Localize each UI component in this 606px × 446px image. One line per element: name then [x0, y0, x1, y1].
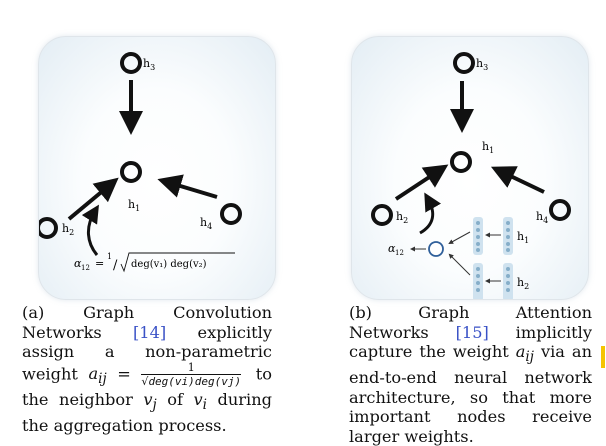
gcn-weight-label: α 12 = 1 / deg(v₁) deg(v₂) [74, 252, 235, 273]
node-h3: h3 [120, 52, 155, 74]
svg-text:12: 12 [395, 249, 404, 257]
svg-text:h1: h1 [128, 198, 140, 213]
svg-text:h2: h2 [396, 210, 408, 225]
edge-h4-h1 [157, 174, 218, 199]
gat-diagram: h3 h1 h2 h4 α 12 [371, 52, 571, 299]
svg-text:h3: h3 [476, 57, 488, 72]
svg-text:h3: h3 [143, 57, 155, 72]
edge-h2-h1 [394, 164, 449, 201]
weight-fraction: 1√deg(vi)deg(vj) [141, 360, 242, 388]
svg-text:h2: h2 [517, 276, 529, 291]
citation-link[interactable]: [14] [132, 322, 167, 342]
svg-text:/: / [113, 258, 118, 273]
edge-h4-h1 [490, 166, 545, 194]
gat-diagram-panel: h3 h1 h2 h4 α 12 [351, 36, 589, 300]
caption-gcn: (a) Graph Convolution Networks [14] expl… [22, 303, 272, 435]
svg-text:1: 1 [107, 252, 112, 261]
node-h1: h1 [120, 161, 142, 213]
node-h1: h1 [450, 140, 494, 173]
node-h3: h3 [453, 52, 488, 74]
caption-gat: (b) Graph Attention Networks [15] implic… [349, 303, 592, 446]
weight-curve-arrow [81, 204, 99, 256]
gcn-diagram: h3 h1 h2 h4 α 12 = 1 / deg(v₁) de [39, 52, 242, 273]
attention-node: α 12 [388, 241, 444, 257]
svg-text:12: 12 [81, 264, 90, 272]
attention-curve-arrow [419, 192, 442, 235]
gcn-diagram-panel: h3 h1 h2 h4 α 12 = 1 / deg(v₁) de [38, 36, 276, 300]
node-h2: h2 [39, 217, 74, 239]
feature-vectors: h1 h2 [448, 217, 529, 299]
edge-h2-h1 [67, 177, 119, 221]
svg-text:deg(v₁) deg(v₂): deg(v₁) deg(v₂) [131, 259, 207, 270]
svg-text:α: α [74, 257, 82, 270]
citation-link[interactable]: [15] [455, 322, 489, 342]
svg-text:=: = [95, 257, 104, 270]
node-h2: h2 [371, 204, 408, 226]
svg-text:h4: h4 [536, 210, 548, 225]
svg-text:h1: h1 [517, 230, 529, 245]
svg-text:h4: h4 [200, 216, 212, 231]
node-h4: h4 [200, 203, 242, 231]
svg-text:h1: h1 [482, 140, 494, 155]
svg-text:h2: h2 [62, 222, 74, 237]
svg-text:α: α [388, 242, 396, 255]
highlight-marker [601, 346, 605, 368]
node-h4: h4 [536, 199, 571, 225]
